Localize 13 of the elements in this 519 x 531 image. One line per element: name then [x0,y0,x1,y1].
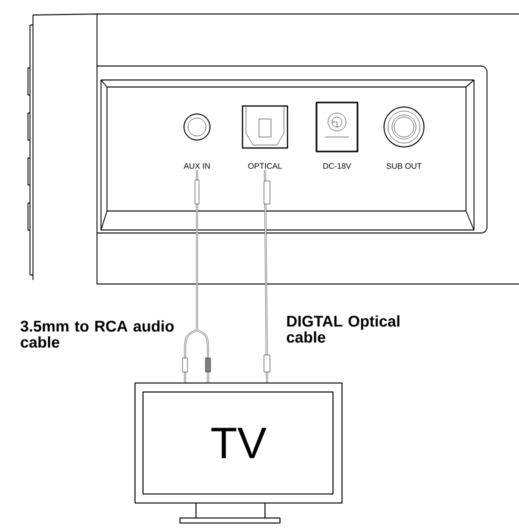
edge-label: DIGTAL Optical cable [286,315,400,343]
cable [264,170,270,383]
power-jack: DC-18V [316,102,358,169]
node-label: OPTICAL [248,163,282,169]
sub-out-jack: SUB OUT [384,106,424,169]
aux-jack: AUX IN [184,114,210,169]
cable [182,169,211,384]
node-label: AUX IN [184,163,210,169]
node-label: DC-18V [323,163,352,169]
tv-drawing: TV [134,382,342,524]
node-label: SUB OUT [386,163,422,169]
optical-port: OPTICAL [242,105,288,169]
edge-label: 3.5mm to RCA audio cable [20,320,174,348]
